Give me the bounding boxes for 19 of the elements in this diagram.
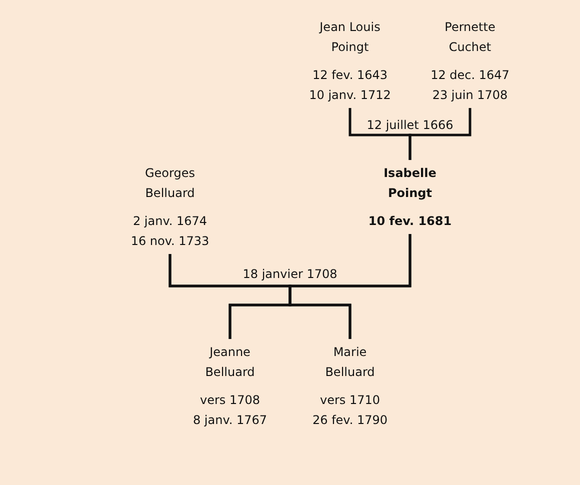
family-line <box>288 234 412 339</box>
life-date: vers 1708 <box>200 392 260 409</box>
person-name: Jean Louis Poingt <box>318 19 382 56</box>
life-date: 2 janv. 1674 <box>132 213 208 230</box>
person-name: Marie Belluard <box>324 344 376 381</box>
life-date: 23 juin 1708 <box>432 87 508 104</box>
life-date: 10 fev. 1681 <box>368 213 452 230</box>
life-date: vers 1710 <box>320 392 380 409</box>
person-name: Georges Belluard <box>144 165 196 202</box>
life-date: 16 nov. 1733 <box>130 233 210 250</box>
life-date: 10 janv. 1712 <box>309 87 391 104</box>
person-name: Jeanne Belluard <box>204 344 256 381</box>
family-line <box>408 108 472 160</box>
life-date: 12 fev. 1643 <box>312 67 388 84</box>
person-name: Pernette Cuchet <box>444 19 496 56</box>
life-date: 26 fev. 1790 <box>312 412 388 429</box>
life-date: 12 dec. 1647 <box>430 67 510 84</box>
person-name: Isabelle Poingt <box>382 165 438 202</box>
life-date: 8 janv. 1767 <box>192 412 268 429</box>
